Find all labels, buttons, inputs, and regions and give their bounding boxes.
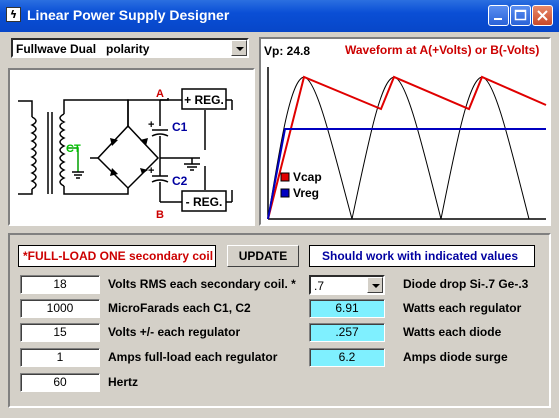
node-b-label: B [156,209,164,221]
vcap-legend-label: Vcap [293,170,322,184]
vcap-legend-swatch [280,172,290,182]
chevron-down-icon[interactable] [231,40,247,56]
result-message: Should work with indicated values [309,245,535,267]
watts-regulator-label: Watts each regulator [403,301,522,315]
diode-drop-label: Diode drop Si-.7 Ge-.3 [403,277,529,291]
config-select[interactable]: Fullwave Dual polarity [11,38,249,58]
diode-surge-label: Amps diode surge [403,350,508,364]
amps-input[interactable]: 1 [20,348,100,367]
diode-drop-value: .7 [314,279,325,293]
microfarads-label: MicroFarads each C1, C2 [108,301,251,315]
diode-drop-select[interactable]: .7 [309,275,385,295]
close-icon [537,10,548,21]
waveform-plot: Vcap Vreg [267,67,547,220]
schematic-diagram: + REG. - REG. A B C1 C2 CT + + [18,88,233,221]
microfarads-input[interactable]: 1000 [20,299,100,318]
vreg-legend-swatch [280,188,290,198]
lightning-icon: ϟ [6,7,21,22]
update-button[interactable]: UPDATE [227,245,299,267]
close-button[interactable] [532,5,553,26]
c2-label: C2 [172,174,188,188]
waveform-title: Waveform at A(+Volts) or B(-Volts) [345,43,540,57]
minimize-icon [494,18,502,20]
full-load-note: *FULL-LOAD ONE secondary coil [18,245,216,267]
vp-label: Vp: 24.8 [264,44,311,58]
minus-reg-label: - REG. [186,195,223,209]
maximize-button[interactable] [510,5,531,26]
watts-diode-label: Watts each diode [403,325,502,339]
c1-label: C1 [172,120,188,134]
diode-surge-output: 6.2 [309,348,385,367]
minus-regulator-box [181,190,227,212]
parameters-group [8,233,551,408]
title-bar[interactable]: ϟ Linear Power Supply Designer [0,0,559,32]
amps-label: Amps full-load each regulator [108,350,278,364]
vreg-legend-label: Vreg [293,186,319,200]
volts-rms-label: Volts RMS each secondary coil. * [108,277,296,291]
c2-plus-sign: + [148,165,154,177]
hertz-input[interactable]: 60 [20,373,100,392]
config-select-value: Fullwave Dual polarity [16,42,150,56]
volts-rms-input[interactable]: 18 [20,275,100,294]
node-a-label: A [156,88,164,100]
c1-plus-sign: + [148,119,154,131]
plus-reg-label: + REG. [184,93,224,107]
chevron-down-icon[interactable] [367,277,383,293]
waveform-panel: Vp: 24.8 Waveform at A(+Volts) or B(-Vol… [259,37,551,226]
regulator-volts-input[interactable]: 15 [20,323,100,342]
vreg-series [267,128,546,220]
watts-regulator-output: 6.91 [309,299,385,318]
window-title: Linear Power Supply Designer [27,7,230,23]
schematic-panel: + REG. - REG. A B C1 C2 CT + + [8,68,255,226]
maximize-icon [514,9,527,21]
minimize-button[interactable] [488,5,509,26]
vcap-series [267,75,547,220]
watts-diode-output: .257 [309,323,385,342]
plus-regulator-box [181,88,227,110]
regulator-volts-label: Volts +/- each regulator [108,325,241,339]
ct-label: CT [66,143,81,155]
hertz-label: Hertz [108,375,139,389]
